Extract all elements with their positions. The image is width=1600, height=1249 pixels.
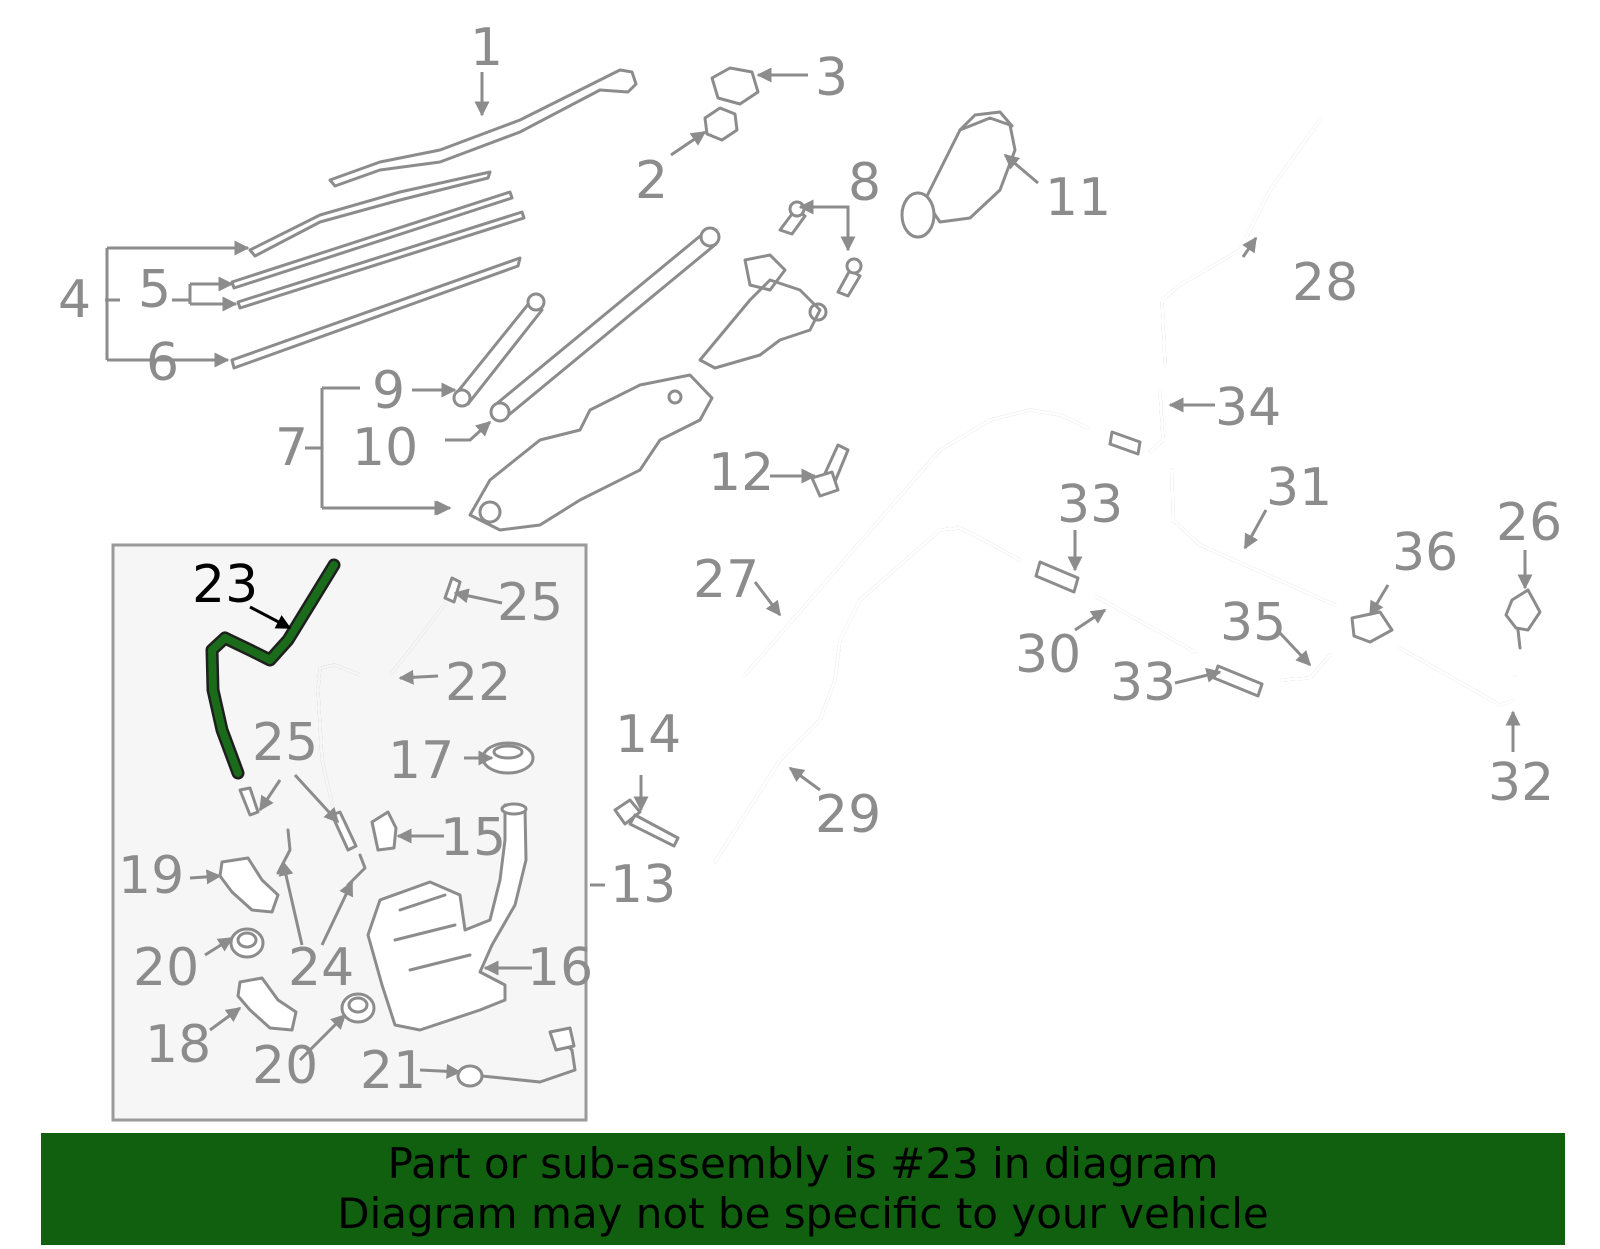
joint-25-upper[interactable]	[443, 576, 462, 604]
callout-7: 7	[275, 418, 308, 478]
callout-26: 26	[1496, 493, 1562, 553]
callout-12: 12	[708, 443, 774, 503]
pump-18[interactable]	[236, 976, 298, 1032]
callout-8: 8	[848, 153, 881, 213]
nozzle-26[interactable]	[1504, 588, 1542, 650]
callout-34: 34	[1215, 378, 1281, 438]
hose-29[interactable]	[713, 526, 1022, 864]
callout-27: 27	[693, 550, 759, 610]
joint-25-left[interactable]	[238, 786, 260, 817]
hose-32[interactable]	[1398, 646, 1517, 707]
hose-34[interactable]	[1108, 390, 1165, 456]
callout-19: 19	[118, 846, 184, 906]
joint-33-lower[interactable]	[1212, 664, 1264, 698]
link-rod-long[interactable]	[489, 226, 721, 423]
leader-lines	[105, 67, 1533, 1079]
callout-11: 11	[1045, 168, 1111, 228]
banner-disclaimer-line: Diagram may not be specific to your vehi…	[337, 1189, 1269, 1238]
cap[interactable]	[710, 66, 760, 106]
link-rod-short[interactable]	[452, 292, 546, 408]
callout-32: 32	[1488, 753, 1554, 813]
callout-10: 10	[352, 418, 418, 478]
callout-33-lower: 33	[1110, 653, 1176, 713]
grommet-20-upper[interactable]	[229, 927, 265, 959]
callout-23-highlighted: 23	[192, 555, 258, 615]
wiper-arm[interactable]	[328, 68, 638, 188]
grommet-20-lower[interactable]	[340, 992, 376, 1024]
callout-25-lower: 25	[252, 713, 318, 773]
bolt-lower[interactable]	[836, 257, 863, 298]
callout-6: 6	[146, 333, 179, 393]
callout-36: 36	[1392, 523, 1458, 583]
callout-31: 31	[1266, 458, 1332, 518]
callout-28: 28	[1292, 253, 1358, 313]
bolt-12[interactable]	[810, 443, 850, 498]
nut[interactable]	[703, 106, 739, 142]
wiper-linkage-frame[interactable]	[468, 253, 828, 532]
callout-35: 35	[1220, 593, 1286, 653]
callout-24: 24	[288, 938, 354, 998]
callout-25-upper: 25	[497, 573, 563, 633]
callout-4: 4	[58, 270, 91, 330]
callout-3: 3	[815, 48, 848, 108]
joint-33-upper[interactable]	[1034, 560, 1080, 594]
callout-22: 22	[445, 653, 511, 713]
wiper-motor[interactable]	[900, 110, 1017, 239]
washer-reservoir-16[interactable]	[366, 802, 528, 1032]
callout-1: 1	[470, 18, 503, 78]
hose-30[interactable]	[1095, 595, 1197, 654]
hose-27[interactable]	[743, 408, 1090, 677]
hose-23-highlighted[interactable]	[205, 558, 341, 780]
callout-labels: 1 2 3 4 5 6 7 8 9 10 11 12 13 14 15 16 1…	[58, 18, 1562, 1101]
callout-15: 15	[440, 808, 506, 868]
connector-36[interactable]	[1350, 610, 1394, 644]
callout-2: 2	[635, 151, 668, 211]
callout-14: 14	[615, 705, 681, 765]
banner-part-line: Part or sub-assembly is #23 in diagram	[387, 1139, 1219, 1188]
part-info-banner: Part or sub-assembly is #23 in diagram D…	[41, 1133, 1565, 1245]
wiper-blade[interactable]	[230, 170, 526, 370]
bolt-14[interactable]	[613, 798, 680, 848]
hose-35[interactable]	[1280, 653, 1332, 682]
callout-21: 21	[360, 1041, 426, 1101]
callout-17: 17	[388, 731, 454, 791]
callout-13: 13	[610, 855, 676, 915]
clip-15[interactable]	[370, 810, 398, 852]
callout-20-lower: 20	[252, 1036, 318, 1096]
callout-9: 9	[372, 361, 405, 421]
filler-cap-17[interactable]	[481, 741, 535, 775]
callout-30: 30	[1015, 625, 1081, 685]
pump-19[interactable]	[218, 856, 280, 914]
callout-5: 5	[138, 260, 171, 320]
callout-33-upper: 33	[1057, 475, 1123, 535]
hose-22[interactable]	[316, 591, 455, 810]
callout-29: 29	[815, 785, 881, 845]
callout-16: 16	[527, 938, 593, 998]
hose-31[interactable]	[1170, 468, 1337, 607]
callout-18: 18	[145, 1015, 211, 1075]
callout-20-upper: 20	[133, 938, 199, 998]
hose-28[interactable]	[1160, 118, 1322, 367]
